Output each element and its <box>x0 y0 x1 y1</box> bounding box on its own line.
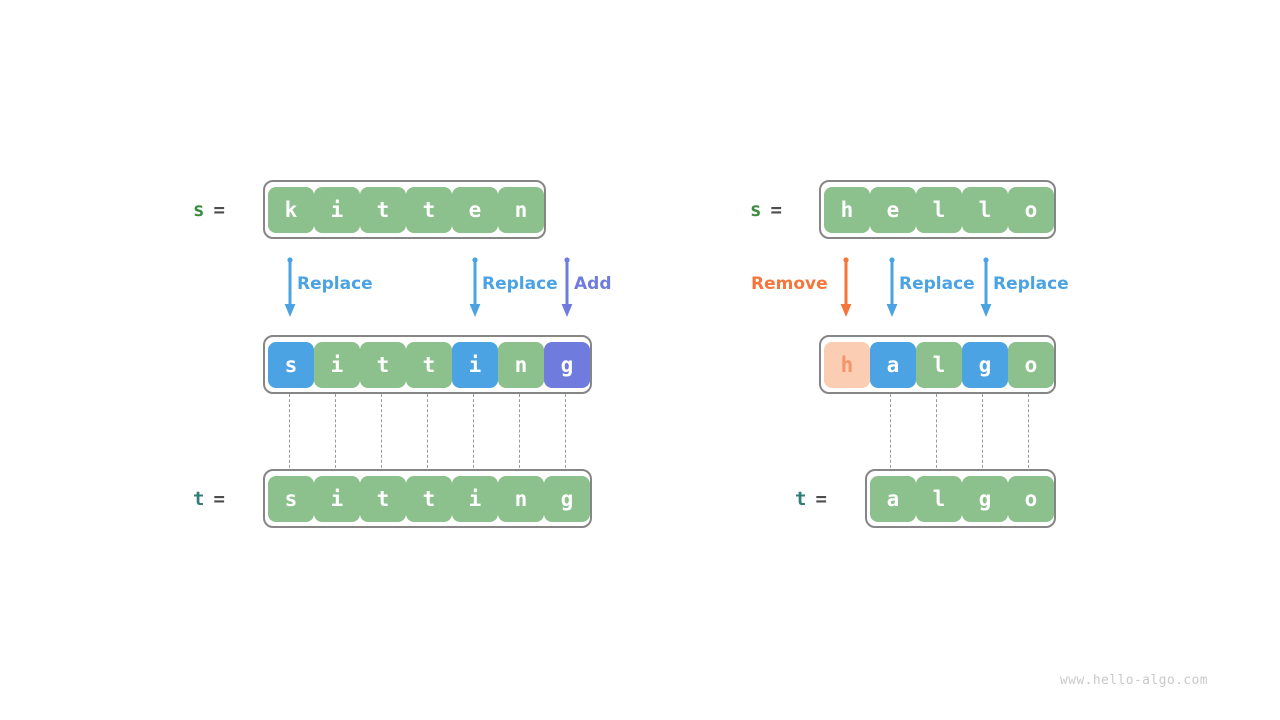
char-cell: h <box>824 186 870 233</box>
alignment-connector <box>289 394 290 473</box>
char-cell: i <box>314 341 360 388</box>
char-cell: n <box>498 475 544 522</box>
char-cell: i <box>452 475 498 522</box>
operation-label-replace: Replace <box>993 274 1069 294</box>
left-target-equals: = <box>213 488 225 510</box>
char-cell: e <box>870 186 916 233</box>
alignment-connector <box>936 394 937 473</box>
operation-arrow-remove <box>839 257 853 318</box>
operation-label-replace: Replace <box>482 274 558 294</box>
char-cell: g <box>962 475 1008 522</box>
char-cell: l <box>962 186 1008 233</box>
operation-label-replace: Replace <box>899 274 975 294</box>
char-cell: t <box>406 475 452 522</box>
left-result-string-box: s i t t i n g <box>263 335 592 394</box>
alignment-connector <box>381 394 382 473</box>
operation-arrow-replace <box>885 257 899 318</box>
left-source-equals: = <box>213 199 225 221</box>
right-source-var-name: s <box>750 199 762 221</box>
char-cell: n <box>498 186 544 233</box>
char-cell: i <box>452 341 498 388</box>
char-cell: t <box>360 475 406 522</box>
right-source-var-label: s= <box>750 201 782 220</box>
char-cell: g <box>962 341 1008 388</box>
char-cell: l <box>916 186 962 233</box>
left-target-string-box: s i t t i n g <box>263 469 592 528</box>
char-cell: a <box>870 341 916 388</box>
char-cell: s <box>268 341 314 388</box>
char-cell: i <box>314 475 360 522</box>
alignment-connector <box>565 394 566 473</box>
operation-arrow-replace <box>283 257 297 318</box>
char-cell: o <box>1008 186 1054 233</box>
right-target-var-label: t= <box>795 490 827 509</box>
char-cell: t <box>360 186 406 233</box>
left-source-var-name: s <box>193 199 205 221</box>
char-cell: l <box>916 475 962 522</box>
operation-arrow-replace <box>468 257 482 318</box>
right-target-equals: = <box>815 488 827 510</box>
char-cell: a <box>870 475 916 522</box>
alignment-connector <box>519 394 520 473</box>
char-cell: g <box>544 475 590 522</box>
char-cell: e <box>452 186 498 233</box>
operation-label-replace: Replace <box>297 274 373 294</box>
char-cell: t <box>406 186 452 233</box>
alignment-connector <box>1028 394 1029 473</box>
alignment-connector <box>890 394 891 473</box>
alignment-connector <box>473 394 474 473</box>
char-cell: l <box>916 341 962 388</box>
char-cell: t <box>406 341 452 388</box>
left-target-var-name: t <box>193 488 205 510</box>
char-cell: n <box>498 341 544 388</box>
char-cell: o <box>1008 341 1054 388</box>
left-target-var-label: t= <box>193 490 225 509</box>
watermark-url: www.hello-algo.com <box>1059 673 1208 688</box>
right-source-equals: = <box>770 199 782 221</box>
char-cell: o <box>1008 475 1054 522</box>
char-cell: t <box>360 341 406 388</box>
alignment-connector <box>427 394 428 473</box>
alignment-connector <box>982 394 983 473</box>
left-source-var-label: s= <box>193 201 225 220</box>
operation-label-remove: Remove <box>751 274 828 294</box>
char-cell: s <box>268 475 314 522</box>
right-result-string-box: h a l g o <box>819 335 1056 394</box>
right-target-var-name: t <box>795 488 807 510</box>
char-cell: i <box>314 186 360 233</box>
operation-arrow-add <box>560 257 574 318</box>
char-cell: k <box>268 186 314 233</box>
alignment-connector <box>335 394 336 473</box>
right-source-string-box: h e l l o <box>819 180 1056 239</box>
left-source-string-box: k i t t e n <box>263 180 546 239</box>
char-cell: h <box>824 341 870 388</box>
operation-arrow-replace <box>979 257 993 318</box>
char-cell: g <box>544 341 590 388</box>
right-target-string-box: a l g o <box>865 469 1056 528</box>
operation-label-add: Add <box>574 274 612 294</box>
